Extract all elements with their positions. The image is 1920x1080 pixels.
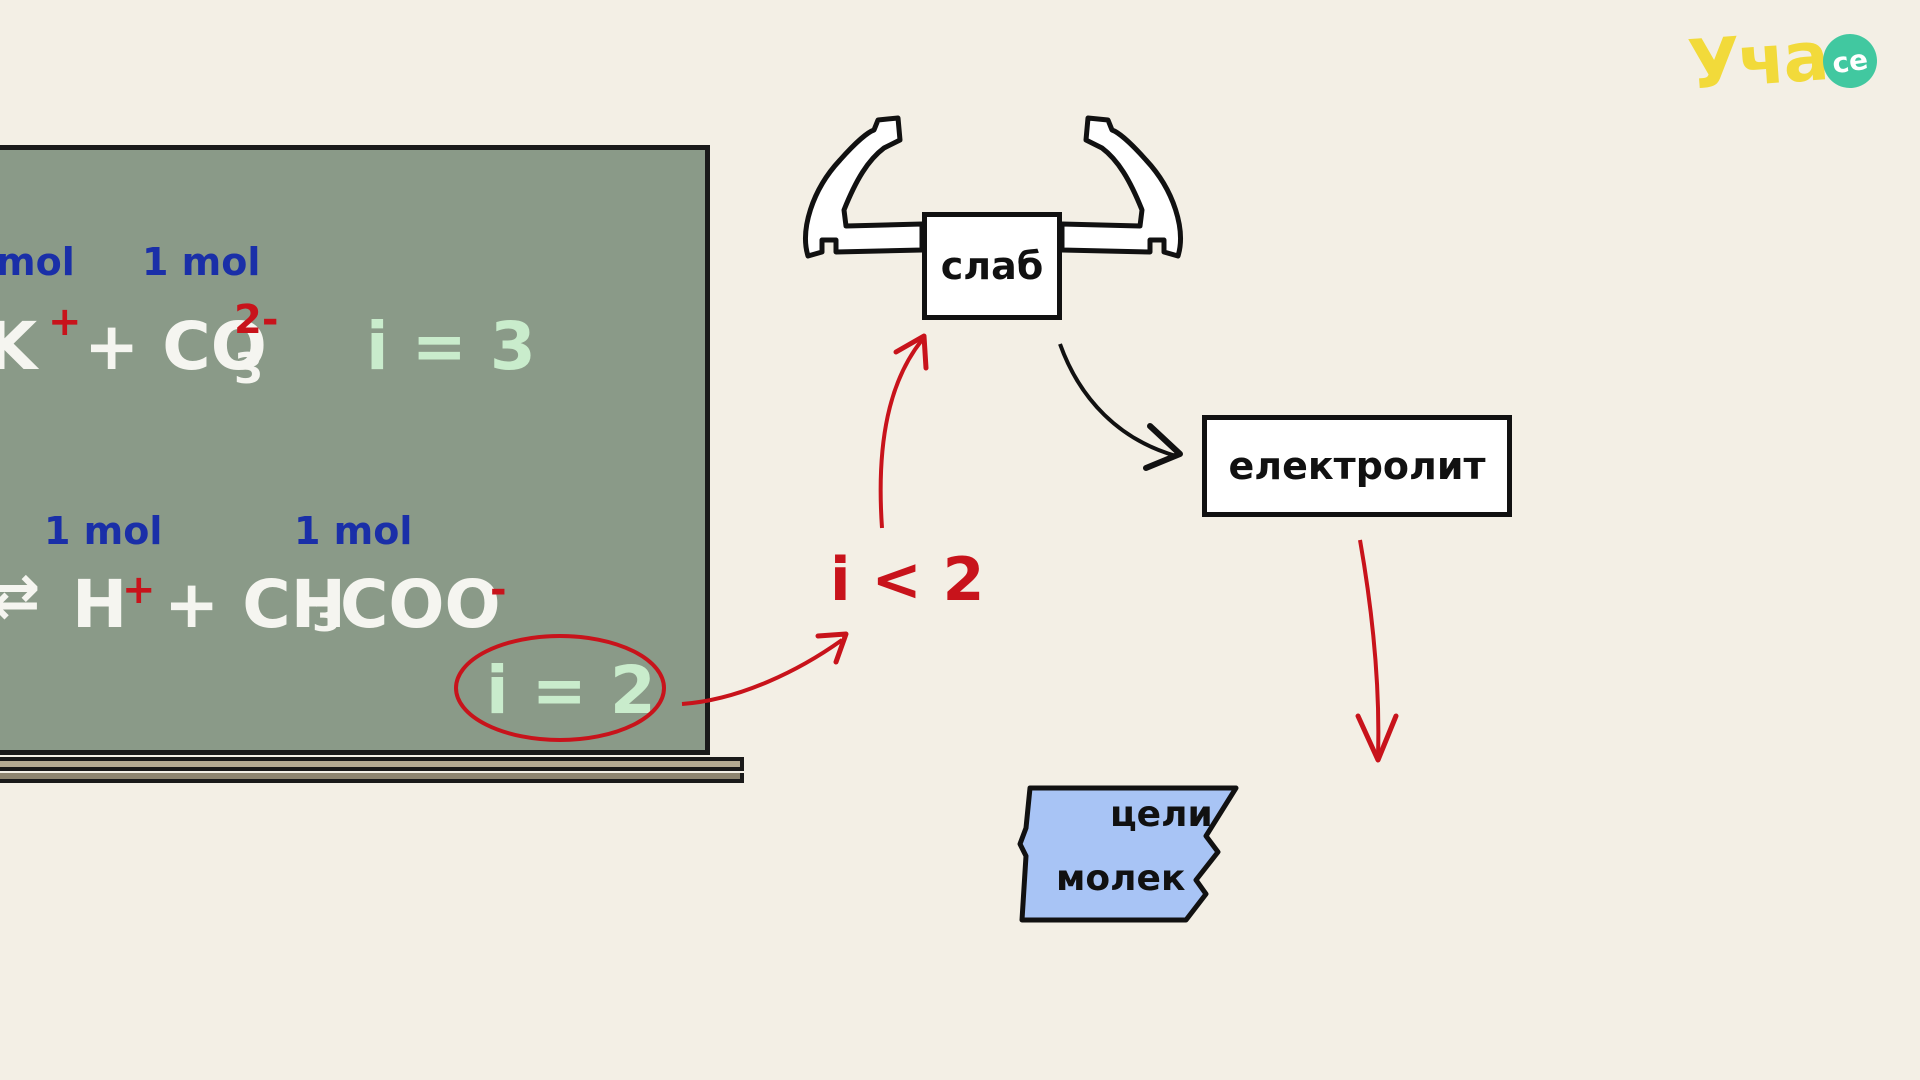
arrow-to-weak-head	[893, 333, 929, 371]
mol-label: 1 mol	[44, 509, 163, 553]
electrolyte-box: електролит	[1202, 415, 1512, 517]
arrow-to-condition	[681, 638, 844, 706]
equation1-k: K	[0, 308, 38, 385]
flexing-arms-icon	[803, 115, 1183, 259]
mol-label: 1 mol	[294, 509, 413, 553]
mol-label: mol	[0, 240, 75, 284]
equation2-coo: COO	[340, 566, 501, 643]
electrolyte-label: електролит	[1228, 444, 1486, 488]
equation2-charge: -	[490, 567, 507, 613]
equation2-acetate-ch: + CH	[164, 566, 346, 643]
equation2-subscript: 3	[312, 592, 342, 641]
equation1-k-charge: +	[48, 299, 82, 345]
arrow-to-weak	[878, 338, 924, 529]
chalkboard-ledge	[0, 757, 744, 771]
weak-label-box: слаб	[922, 212, 1062, 320]
equation1-subscript: 3	[234, 344, 264, 393]
vant-hoff-factor-2: i = 2	[486, 652, 656, 729]
equation2-h-charge: +	[122, 567, 156, 613]
arrow-to-condition-head	[815, 631, 849, 665]
blue-note-line2: молек	[1056, 858, 1186, 899]
vant-hoff-factor-3: i = 3	[366, 308, 536, 385]
blue-note-line1: цели	[1110, 794, 1213, 835]
arrow-to-electrolyte-head	[1143, 423, 1183, 471]
equilibrium-arrow: ⇄	[0, 561, 41, 631]
equation1-carbonate: + CO	[84, 308, 267, 385]
condition-label: i < 2	[830, 545, 985, 615]
highlight-ellipse	[454, 634, 666, 742]
weak-label: слаб	[940, 244, 1044, 288]
arrow-down-head	[1355, 713, 1399, 763]
chalkboard	[0, 145, 710, 755]
equation1-charge: 2-	[234, 297, 279, 343]
equation2-h: H	[72, 566, 128, 643]
arrow-to-electrolyte	[1058, 343, 1177, 458]
chalkboard-ledge-bottom	[0, 773, 744, 783]
blue-note-shape	[1017, 785, 1239, 923]
mol-label: 1 mol	[142, 240, 261, 284]
arrow-down	[1358, 539, 1381, 757]
